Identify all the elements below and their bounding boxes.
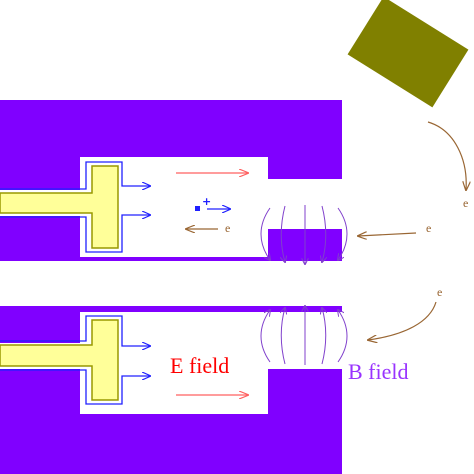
b-field-lines-upper — [260, 205, 348, 264]
electron-label-cavity: e — [225, 221, 230, 235]
b-field-lines-lower — [260, 306, 348, 365]
electron-label-gun: e — [463, 196, 468, 210]
electron-path-gun — [427, 121, 466, 190]
electron-label-lower: e — [437, 285, 442, 299]
svg-text:+: + — [202, 195, 211, 208]
lower-coupler — [0, 319, 119, 401]
electron-gun-electrode — [347, 0, 469, 108]
electron-path-upper — [358, 233, 417, 236]
lower-cavity — [80, 312, 342, 414]
electron-path-lower — [368, 301, 437, 340]
electron-label-upper: e — [426, 221, 431, 235]
upper-coupler-field-lines — [0, 161, 150, 253]
e-field-label: E field — [170, 353, 229, 378]
b-field-label: B field — [348, 359, 409, 384]
upper-coupler — [0, 165, 119, 249]
ion-plus-icon: + — [195, 195, 230, 211]
lower-coupler-field-lines — [0, 315, 150, 405]
